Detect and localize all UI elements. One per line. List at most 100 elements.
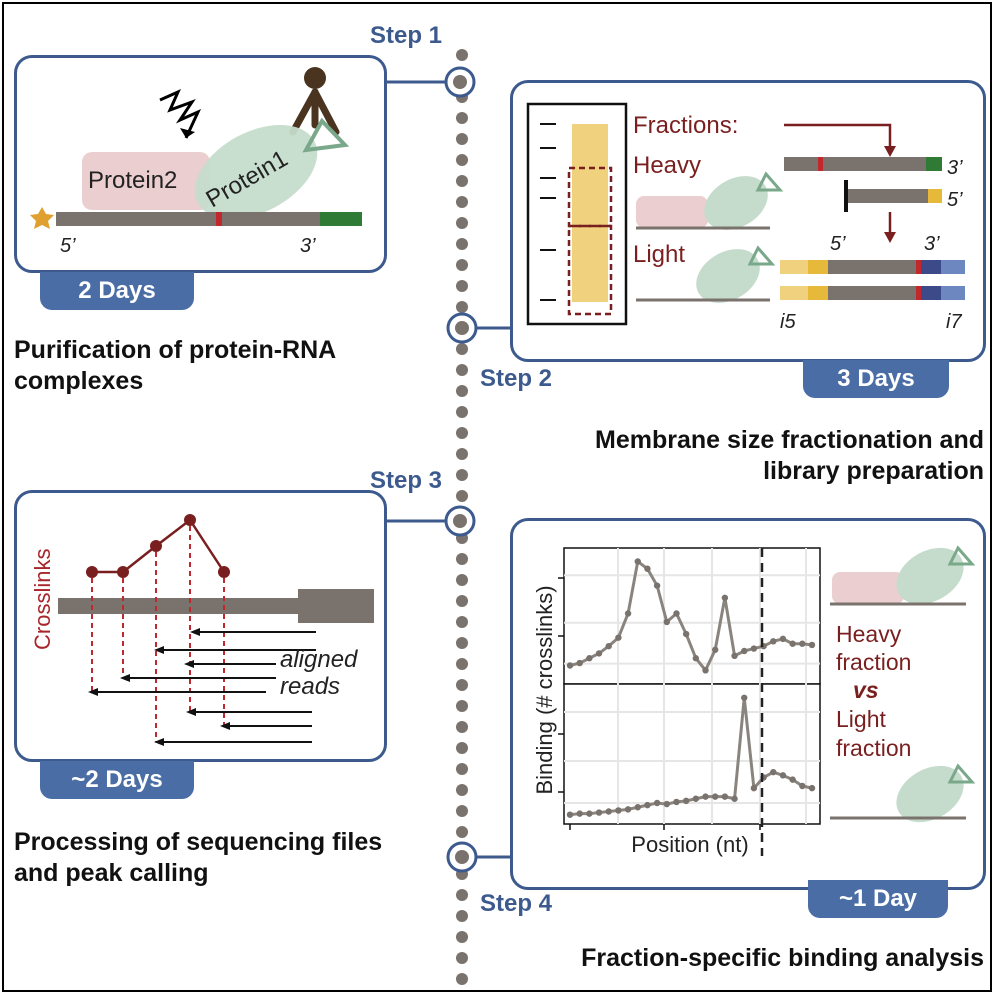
data-point (644, 565, 651, 572)
uv-lightning-icon (159, 89, 202, 139)
svg-text:i5: i5 (780, 311, 796, 333)
caption-step1-line1: Purification of protein-RNA (14, 336, 337, 364)
data-point (799, 782, 806, 790)
data-point (789, 640, 796, 647)
duration-step2: 3 Days (803, 360, 949, 398)
tag-triangle-icon (302, 117, 350, 153)
chart-ylabel: Binding (# crosslinks) (532, 585, 557, 794)
data-point (750, 645, 758, 652)
timeline-dot (456, 826, 468, 838)
data-point (770, 768, 777, 776)
data-point (741, 647, 748, 655)
library-molecule-1 (780, 260, 965, 274)
data-point (595, 650, 603, 657)
data-point (750, 784, 758, 792)
library-molecule-2 (780, 286, 965, 300)
data-point (624, 610, 632, 617)
timeline-dot (456, 679, 468, 691)
panel3-illustration: Crosslinks aligned reads (30, 514, 374, 746)
timeline-dot (456, 595, 468, 607)
data-point (799, 640, 806, 647)
step4-label: Step 4 (480, 890, 553, 917)
aligned-reads (94, 631, 316, 743)
data-point (682, 797, 690, 805)
timeline-dot (456, 952, 468, 964)
legend-vs: vs (853, 677, 879, 703)
caption-step3-line2: and peak calling (14, 859, 209, 887)
membrane-lane (572, 124, 608, 302)
data-point (653, 582, 661, 589)
timeline-dot (456, 637, 468, 649)
protein1-shape (194, 125, 318, 219)
light-cut-box (567, 224, 613, 316)
timeline-dot (456, 721, 468, 733)
data-point (586, 810, 593, 817)
timeline-dot (456, 700, 468, 712)
data-point (712, 646, 719, 653)
timeline-dot (456, 175, 468, 187)
legend-heavy-1: Heavy (836, 621, 902, 647)
data-point (634, 558, 641, 565)
data-point (692, 655, 700, 662)
data-point (779, 772, 787, 779)
heavy-plot-area (563, 547, 821, 685)
timeline-dot (456, 448, 468, 460)
timeline-dot (456, 763, 468, 775)
timeline-dot (456, 973, 468, 985)
fractions-label: Fractions: (633, 112, 738, 139)
panel2-illustration: Fractions: Heavy Light 3’ 5’ 5’ 3’ i5 (526, 102, 965, 333)
timeline-dot (456, 280, 468, 292)
data-point (673, 798, 680, 806)
caption-step3-line1: Processing of sequencing files (14, 828, 383, 856)
timeline-dot (456, 490, 468, 502)
data-point (702, 793, 709, 800)
data-point (712, 793, 719, 800)
data-point (615, 634, 622, 641)
aligned-label: aligned (280, 646, 358, 673)
timeline-dot (456, 49, 468, 61)
timeline-dot (456, 406, 468, 418)
svg-text:5’: 5’ (830, 233, 846, 255)
svg-text:3’: 3’ (924, 233, 940, 255)
rna-3prime: 3’ (300, 235, 316, 257)
data-point (702, 667, 709, 674)
caption-step2-line2: library preparation (763, 457, 984, 485)
label-star-icon (30, 207, 54, 229)
timeline-dot (456, 427, 468, 439)
panel1-illustration: Protein2 Protein1 5’ 3’ (30, 67, 362, 257)
duration-step4: ~1 Day (808, 880, 948, 918)
step3-label: Step 3 (370, 467, 443, 494)
step2-label: Step 2 (480, 365, 553, 392)
timeline-dot (456, 301, 468, 313)
timeline-dot (456, 784, 468, 796)
data-point (605, 808, 612, 815)
timeline-dot (456, 133, 468, 145)
data-point (653, 799, 661, 807)
reads-label: reads (280, 673, 340, 700)
svg-text:i7: i7 (946, 311, 962, 333)
gene-body (58, 598, 300, 614)
data-point (624, 806, 632, 813)
timeline-dot (456, 154, 468, 166)
data-point (673, 610, 680, 617)
data-point (586, 655, 593, 662)
timeline-dot (456, 385, 468, 397)
caption-step2-line1: Membrane size fractionation and (595, 426, 984, 454)
timeline-dot (456, 931, 468, 943)
step1-label: Step 1 (370, 22, 443, 49)
light-label: Light (633, 241, 685, 268)
legend-light-2: fraction (836, 735, 911, 761)
data-point (634, 804, 641, 811)
data-point (682, 630, 690, 638)
data-point (566, 811, 574, 818)
duration-step1: 2 Days (40, 272, 194, 310)
timeline-dot (456, 574, 468, 586)
svg-text:3’: 3’ (947, 157, 963, 179)
timeline-dot (456, 910, 468, 922)
svg-text:5’: 5’ (947, 189, 963, 211)
heavy-label: Heavy (633, 152, 701, 179)
timeline-dot (456, 889, 468, 901)
data-point (808, 641, 816, 649)
